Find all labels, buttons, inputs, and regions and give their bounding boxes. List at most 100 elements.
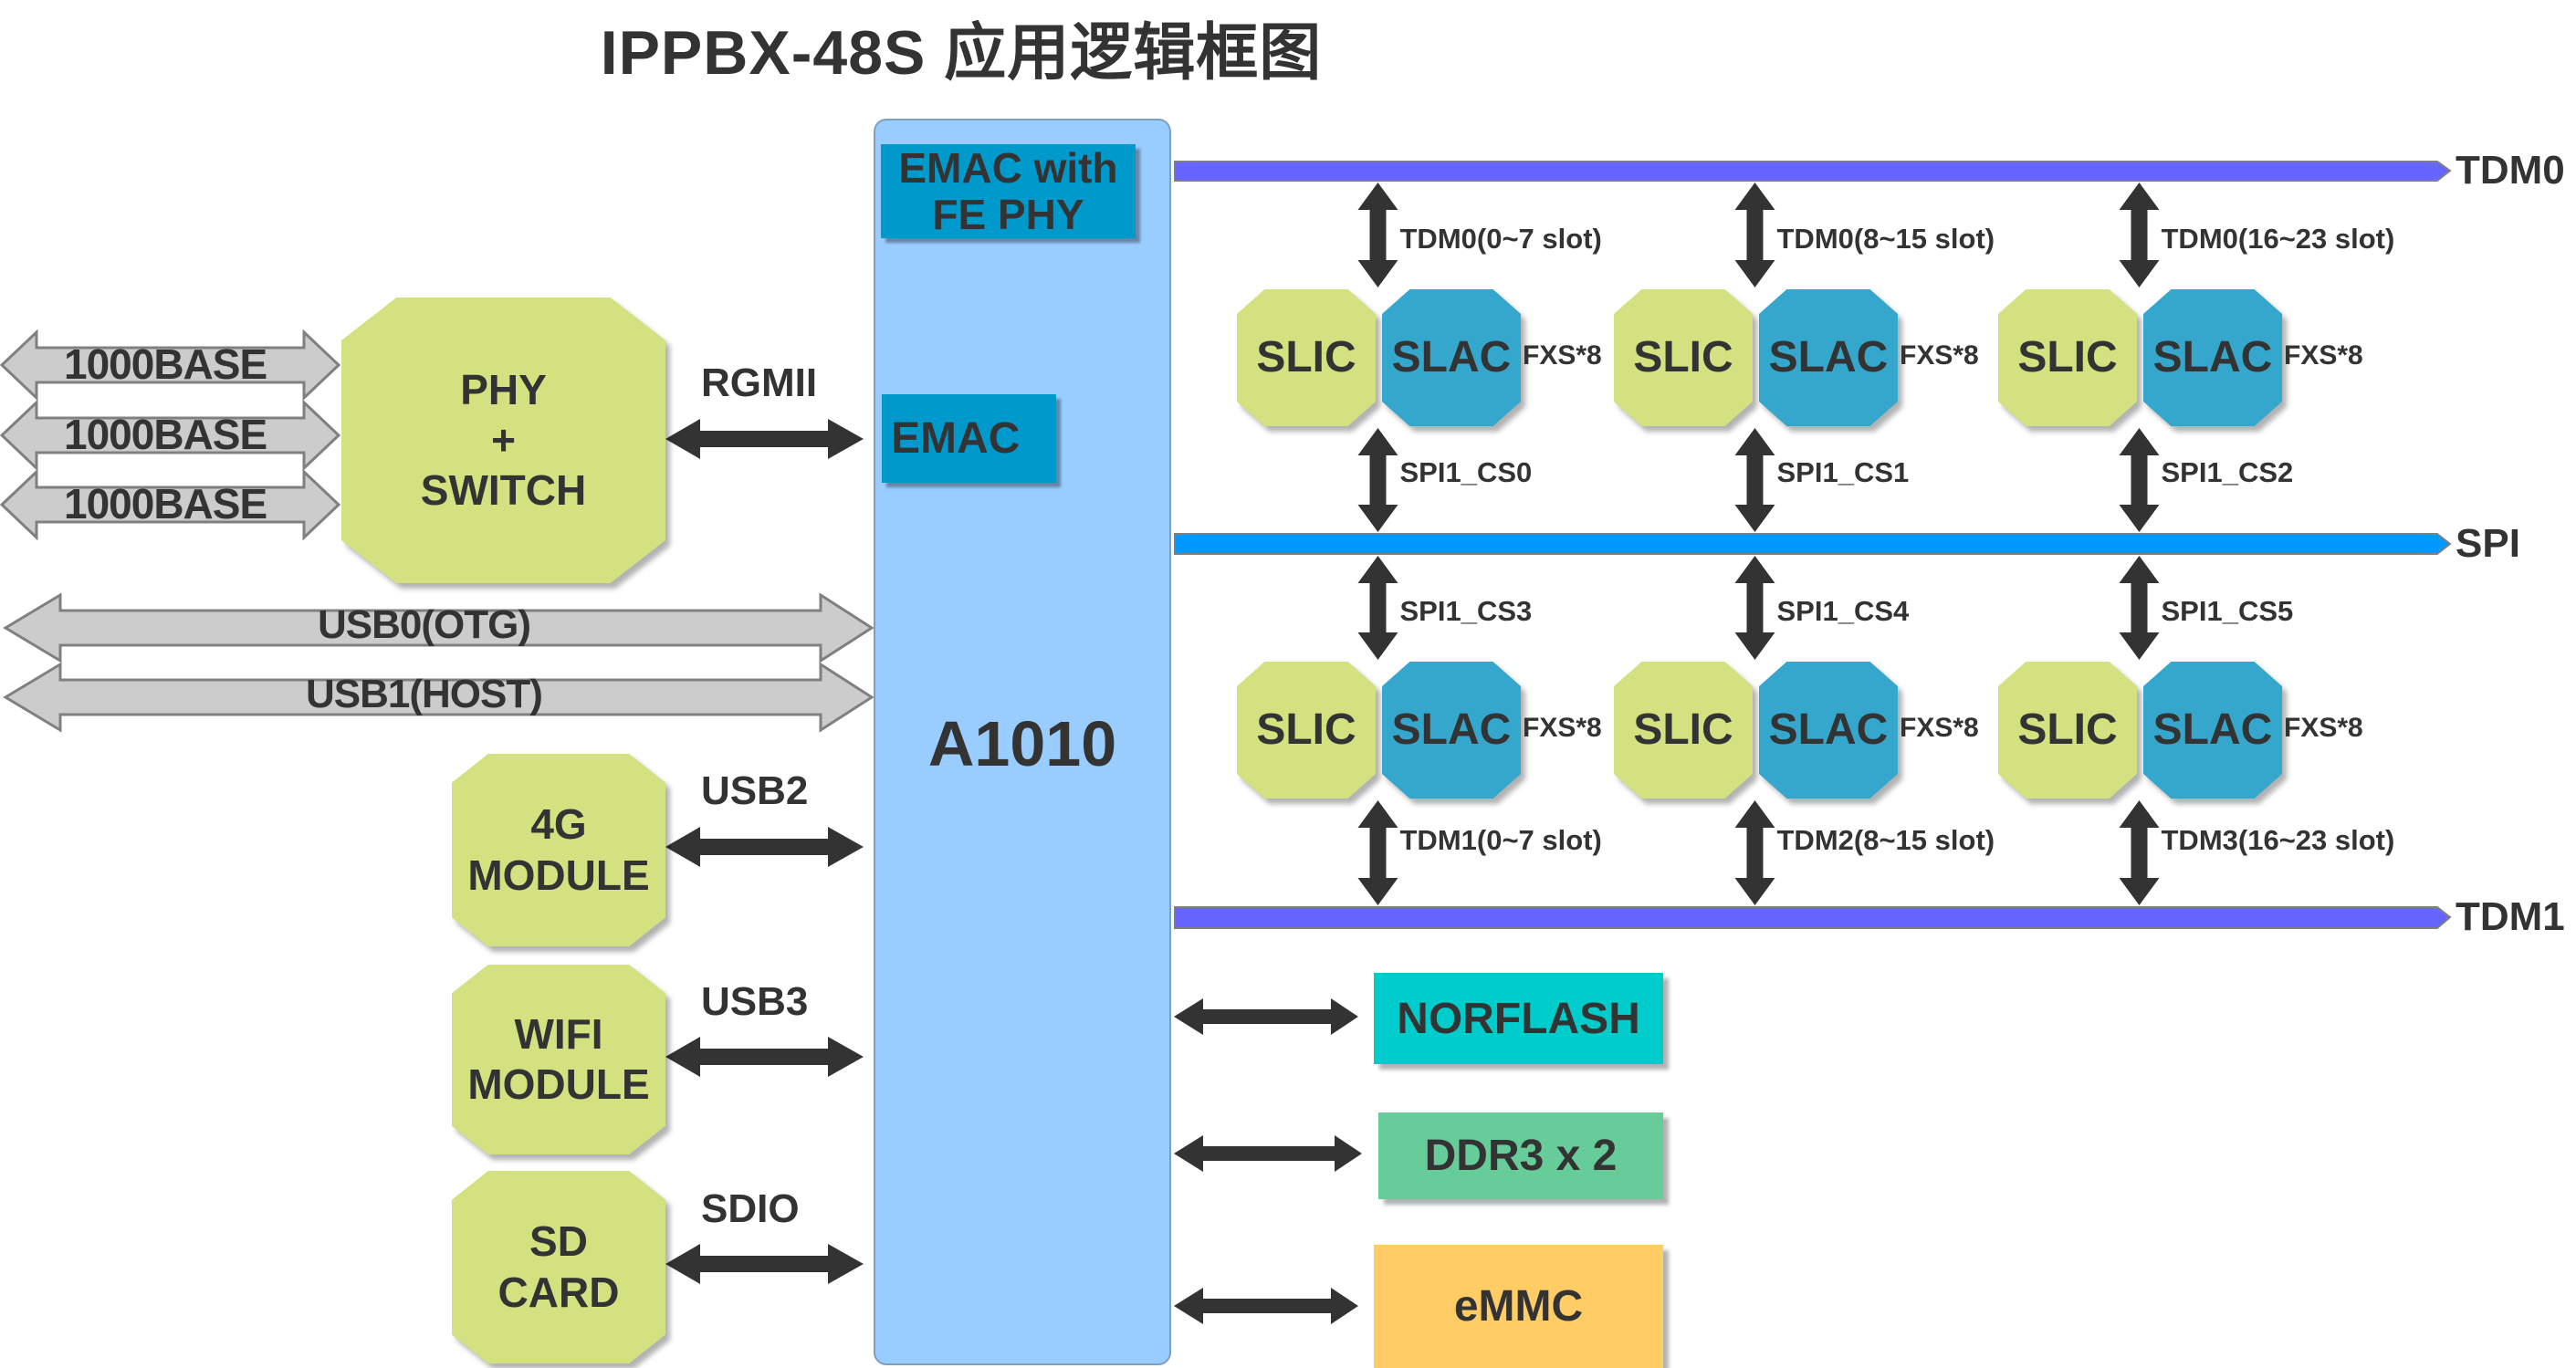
slac-block: SLAC bbox=[1382, 662, 1521, 799]
slac-label: SLAC bbox=[1391, 333, 1512, 382]
slac-shape bbox=[1382, 662, 1521, 799]
slic-label: SLIC bbox=[1256, 333, 1356, 382]
ethernet-port-arrow-1 bbox=[0, 329, 341, 402]
slac-label: SLAC bbox=[2152, 705, 2273, 755]
slic-shape bbox=[1614, 662, 1753, 799]
slic-label: SLIC bbox=[1633, 705, 1733, 755]
ethernet-port-arrows bbox=[0, 329, 341, 541]
slic-shape bbox=[1998, 662, 2137, 799]
ddr3-block: DDR3 x 2 bbox=[1378, 1112, 1663, 1199]
spi-cs-label: SPI1_CS2 bbox=[2161, 456, 2294, 488]
4g-module-shape bbox=[452, 754, 665, 946]
fxs-label: FXS*8 bbox=[1523, 340, 1602, 371]
slac-shape bbox=[1382, 289, 1521, 426]
ethernet-port-label-3: 1000BASE bbox=[64, 480, 267, 527]
vertical-link-arrow bbox=[1357, 800, 1398, 905]
fxs-label: FXS*8 bbox=[2284, 340, 2363, 371]
emac-block: EMAC bbox=[882, 394, 1056, 483]
slic-block: SLIC bbox=[1998, 289, 2137, 426]
slac-block: SLAC bbox=[1759, 662, 1898, 799]
slic-block: SLIC bbox=[1237, 662, 1376, 799]
slac-shape bbox=[1759, 289, 1898, 426]
wifi-module-shape bbox=[452, 965, 665, 1154]
norflash-arrow bbox=[1174, 998, 1358, 1035]
vertical-link-arrow bbox=[2119, 183, 2160, 287]
emmc-label: eMMC bbox=[1453, 1282, 1584, 1331]
tdm-slot-label: TDM0(8~15 slot) bbox=[1776, 223, 1995, 255]
slac-shape bbox=[2143, 662, 2282, 799]
slac-label: SLAC bbox=[1768, 705, 1889, 755]
slic-label: SLIC bbox=[2017, 333, 2118, 382]
ethernet-port-label-1: 1000BASE bbox=[64, 340, 267, 388]
slic-block: SLIC bbox=[1614, 289, 1753, 426]
usb2-arrow bbox=[665, 827, 864, 867]
spi-bus bbox=[1174, 533, 2452, 555]
rgmii-label: RGMII bbox=[701, 360, 818, 405]
vertical-link-arrow bbox=[2119, 800, 2160, 905]
4g-module: 4G MODULE bbox=[452, 754, 665, 946]
vertical-link-arrow bbox=[1734, 183, 1775, 287]
vertical-link-arrow bbox=[1357, 183, 1398, 287]
spi-cs-label: SPI1_CS1 bbox=[1776, 456, 1910, 488]
ethernet-port-arrow-3 bbox=[0, 468, 341, 541]
wifi-module: WIFI MODULE bbox=[452, 965, 665, 1154]
wifi-module-line2: MODULE bbox=[467, 1060, 650, 1108]
emac-fe-phy-line2: FE PHY bbox=[932, 190, 1084, 238]
spi-cs-label: SPI1_CS5 bbox=[2161, 595, 2294, 627]
phy-switch-block: PHY + SWITCH bbox=[341, 298, 665, 583]
usb0-label: USB0(OTG) bbox=[318, 602, 531, 647]
norflash-block: NORFLASH bbox=[1374, 973, 1663, 1064]
vertical-link-arrow bbox=[1734, 428, 1775, 532]
slac-label: SLAC bbox=[1768, 333, 1889, 382]
fxs-label: FXS*8 bbox=[1900, 713, 1979, 743]
slic-shape bbox=[1998, 289, 2137, 426]
usb-port-arrows bbox=[3, 592, 874, 733]
tdm0-bus-label: TDM0 bbox=[2456, 148, 2565, 193]
tdm0-bus bbox=[1174, 161, 2452, 182]
slac-block: SLAC bbox=[2143, 289, 2282, 426]
cpu-name: A1010 bbox=[927, 708, 1117, 779]
slac-label: SLAC bbox=[2152, 333, 2273, 382]
slac-shape bbox=[1759, 662, 1898, 799]
slic-block: SLIC bbox=[1998, 662, 2137, 799]
slic-label: SLIC bbox=[2017, 705, 2118, 755]
emmc-arrow bbox=[1174, 1288, 1358, 1324]
usb3-label: USB3 bbox=[701, 979, 809, 1024]
slic-shape bbox=[1614, 289, 1753, 426]
slac-block: SLAC bbox=[1759, 289, 1898, 426]
slic-shape bbox=[1237, 289, 1376, 426]
tdm1-bus bbox=[1174, 906, 2452, 929]
wifi-module-line1: WIFI bbox=[514, 1009, 603, 1058]
vertical-link-arrow bbox=[1734, 800, 1775, 905]
slac-block: SLAC bbox=[2143, 662, 2282, 799]
phy-switch-line2: + bbox=[491, 415, 516, 464]
slac-label: SLAC bbox=[1391, 705, 1512, 755]
4g-module-line1: 4G bbox=[530, 800, 587, 849]
tdm-slot-label: TDM1(0~7 slot) bbox=[1399, 824, 1602, 856]
slic-label: SLIC bbox=[1256, 705, 1356, 755]
usb1-arrow bbox=[3, 662, 874, 733]
norflash-label: NORFLASH bbox=[1397, 994, 1640, 1043]
cpu-a1010-block bbox=[874, 119, 1171, 1365]
phy-switch-line1: PHY bbox=[460, 365, 547, 413]
emmc-block: eMMC bbox=[1374, 1245, 1663, 1368]
vertical-link-arrow bbox=[2119, 428, 2160, 532]
tdm1-bus-label: TDM1 bbox=[2456, 894, 2565, 939]
4g-module-line2: MODULE bbox=[467, 851, 650, 899]
sdio-label: SDIO bbox=[701, 1186, 800, 1231]
phy-switch-line3: SWITCH bbox=[420, 466, 587, 515]
sd-card-line1: SD bbox=[529, 1217, 588, 1266]
spi-cs-label: SPI1_CS4 bbox=[1776, 595, 1910, 627]
fxs-label: FXS*8 bbox=[1523, 713, 1602, 743]
slic-label: SLIC bbox=[1633, 333, 1733, 382]
sdio-arrow bbox=[665, 1244, 864, 1284]
sd-card: SD CARD bbox=[452, 1171, 665, 1363]
usb1-label: USB1(HOST) bbox=[306, 672, 543, 716]
slac-shape bbox=[2143, 289, 2282, 426]
spi-cs-label: SPI1_CS3 bbox=[1399, 595, 1533, 627]
fxs-label: FXS*8 bbox=[1900, 340, 1979, 371]
fxs-label: FXS*8 bbox=[2284, 713, 2363, 743]
emac-fe-phy-block: EMAC with FE PHY bbox=[881, 144, 1136, 238]
ddr3-label: DDR3 x 2 bbox=[1424, 1132, 1618, 1180]
